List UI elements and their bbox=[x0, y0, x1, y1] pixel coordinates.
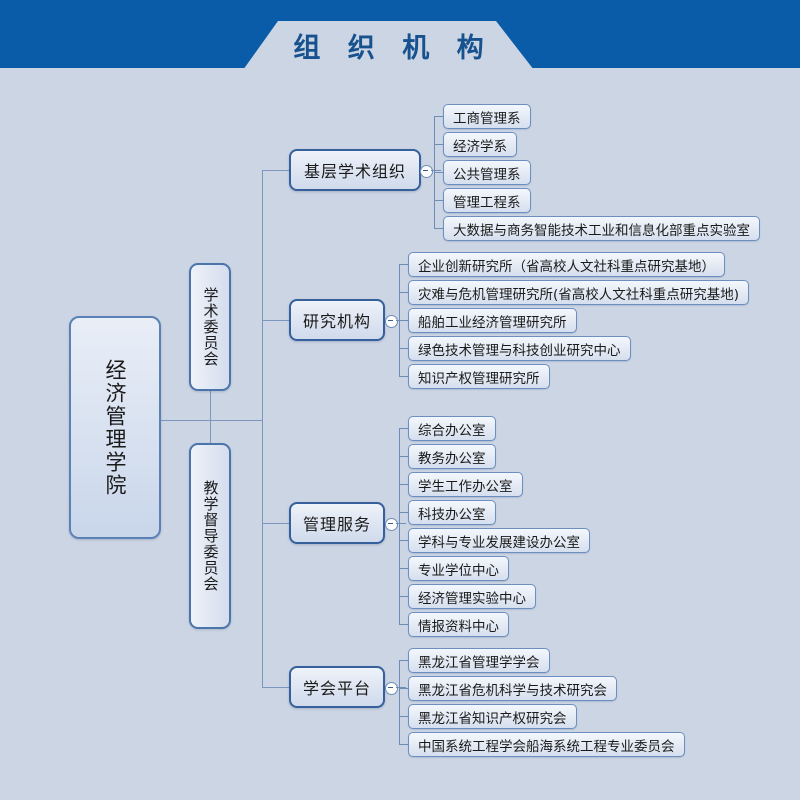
connector-root-stem bbox=[161, 420, 210, 421]
leaf-node[interactable]: 工商管理系 bbox=[443, 104, 531, 129]
page-banner: 组 织 机 构 bbox=[0, 0, 800, 70]
connector-leaf-stub-3-6 bbox=[399, 568, 409, 569]
connector-leaf-stub-2-5 bbox=[399, 376, 409, 377]
node-category-academic-societies[interactable]: 学会平台 bbox=[289, 666, 385, 708]
leaf-node[interactable]: 教务办公室 bbox=[408, 444, 496, 469]
node-category-management-services[interactable]: 管理服务 bbox=[289, 502, 385, 544]
connector-category-stub-3 bbox=[262, 523, 289, 524]
connector-leaf-trunk-3 bbox=[399, 428, 400, 624]
connector-leaf-stub-3-3 bbox=[399, 484, 409, 485]
node-root[interactable]: 经济管理学院 bbox=[69, 316, 161, 539]
connector-leaf-stub-2-1 bbox=[399, 264, 409, 265]
connector-leaf-stub-3-7 bbox=[399, 596, 409, 597]
leaf-node[interactable]: 黑龙江省管理学学会 bbox=[408, 648, 550, 673]
leaf-node[interactable]: 黑龙江省危机科学与技术研究会 bbox=[408, 676, 617, 701]
leaf-node[interactable]: 企业创新研究所（省高校人文社科重点研究基地） bbox=[408, 252, 725, 277]
connector-category-trunk bbox=[262, 170, 263, 688]
leaf-node[interactable]: 学科与专业发展建设办公室 bbox=[408, 528, 590, 553]
leaf-node[interactable]: 经济学系 bbox=[443, 132, 517, 157]
connector-committee-to-category bbox=[210, 420, 263, 421]
connector-leaf-stub-3-4 bbox=[399, 512, 409, 513]
leaf-node[interactable]: 大数据与商务智能技术工业和信息化部重点实验室 bbox=[443, 216, 760, 241]
connector-leaf-stub-3-5 bbox=[399, 540, 409, 541]
node-category-research-institutes[interactable]: 研究机构 bbox=[289, 299, 385, 341]
leaf-node[interactable]: 综合办公室 bbox=[408, 416, 496, 441]
connector-toggle-link-1 bbox=[431, 170, 441, 171]
connector-leaf-stub-3-1 bbox=[399, 428, 409, 429]
connector-leaf-stub-4-3 bbox=[399, 716, 409, 717]
connector-leaf-stub-4-4 bbox=[399, 744, 409, 745]
leaf-node[interactable]: 情报资料中心 bbox=[408, 612, 509, 637]
connector-leaf-stub-4-1 bbox=[399, 660, 409, 661]
leaf-node[interactable]: 管理工程系 bbox=[443, 188, 531, 213]
banner-notch-shape bbox=[243, 21, 534, 70]
connector-leaf-stub-2-2 bbox=[399, 292, 409, 293]
connector-leaf-stub-1-4 bbox=[434, 200, 444, 201]
connector-leaf-stub-1-2 bbox=[434, 144, 444, 145]
leaf-node[interactable]: 知识产权管理研究所 bbox=[408, 364, 550, 389]
node-committee-academic[interactable]: 学术委员会 bbox=[189, 263, 231, 391]
connector-leaf-stub-1-3 bbox=[434, 172, 444, 173]
leaf-node[interactable]: 绿色技术管理与科技创业研究中心 bbox=[408, 336, 631, 361]
leaf-node[interactable]: 船舶工业经济管理研究所 bbox=[408, 308, 577, 333]
connector-category-stub-1 bbox=[262, 170, 289, 171]
leaf-node[interactable]: 公共管理系 bbox=[443, 160, 531, 185]
connector-toggle-link-3 bbox=[396, 523, 406, 524]
leaf-node[interactable]: 中国系统工程学会船海系统工程专业委员会 bbox=[408, 732, 685, 757]
connector-category-stub-2 bbox=[262, 320, 289, 321]
leaf-node[interactable]: 黑龙江省知识产权研究会 bbox=[408, 704, 577, 729]
page-title: 组 织 机 构 bbox=[293, 33, 493, 64]
connector-leaf-stub-2-4 bbox=[399, 348, 409, 349]
connector-leaf-stub-3-8 bbox=[399, 624, 409, 625]
connector-leaf-trunk-4 bbox=[399, 660, 400, 744]
leaf-node[interactable]: 科技办公室 bbox=[408, 500, 496, 525]
connector-leaf-stub-1-1 bbox=[434, 116, 444, 117]
leaf-node[interactable]: 专业学位中心 bbox=[408, 556, 509, 581]
connector-toggle-link-4 bbox=[396, 687, 406, 688]
connector-leaf-stub-4-2 bbox=[399, 688, 409, 689]
connector-leaf-stub-3-2 bbox=[399, 456, 409, 457]
node-committee-teaching-supervision[interactable]: 教学督导委员会 bbox=[189, 443, 231, 629]
collapse-toggle-category-2[interactable] bbox=[385, 315, 398, 328]
collapse-toggle-category-3[interactable] bbox=[385, 518, 398, 531]
leaf-node[interactable]: 经济管理实验中心 bbox=[408, 584, 536, 609]
leaf-node[interactable]: 学生工作办公室 bbox=[408, 472, 523, 497]
connector-leaf-stub-2-3 bbox=[399, 320, 409, 321]
collapse-toggle-category-1[interactable] bbox=[420, 165, 433, 178]
connector-category-stub-4 bbox=[262, 687, 289, 688]
connector-leaf-stub-1-5 bbox=[434, 228, 444, 229]
node-category-grassroots-academic[interactable]: 基层学术组织 bbox=[289, 149, 421, 191]
collapse-toggle-category-4[interactable] bbox=[385, 682, 398, 695]
leaf-node[interactable]: 灾难与危机管理研究所(省高校人文社科重点研究基地) bbox=[408, 280, 750, 305]
